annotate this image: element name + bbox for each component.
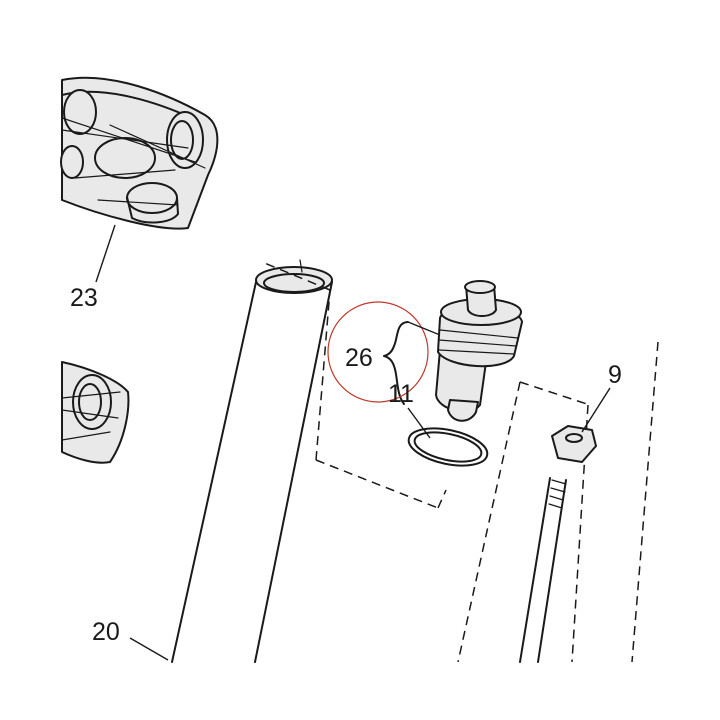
upper-crown-part — [60, 76, 219, 230]
leader-20 — [129, 637, 169, 661]
callout-26: 26 — [345, 344, 373, 372]
group-box-9-rod — [457, 341, 659, 663]
callout-11: 11 — [388, 380, 414, 408]
threaded-rod-part — [519, 477, 567, 663]
brace-26 — [383, 321, 409, 405]
o-ring-part — [407, 427, 489, 467]
cartridge-part — [435, 280, 523, 422]
stanchion-tube-part — [171, 259, 333, 663]
nut-part — [551, 425, 597, 463]
leader-9 — [581, 387, 611, 433]
leader-26 — [407, 321, 441, 336]
group-box-26-11 — [261, 261, 447, 509]
callout-9: 9 — [608, 361, 622, 389]
lower-crown-part — [61, 361, 130, 464]
callout-20: 20 — [92, 618, 120, 646]
leader-11 — [407, 407, 431, 439]
callout-23: 23 — [70, 284, 98, 312]
highlight-circle — [327, 301, 429, 403]
leader-23 — [95, 224, 116, 283]
